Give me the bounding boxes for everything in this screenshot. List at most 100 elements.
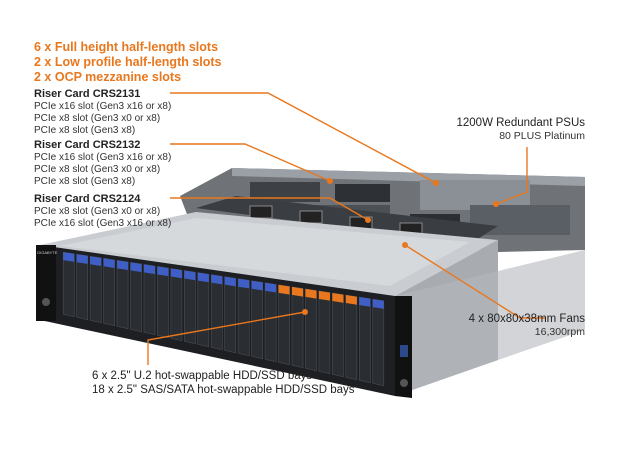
drive-bay[interactable] (278, 284, 290, 366)
drive-bay[interactable] (184, 270, 196, 345)
sas-bay-latch (130, 262, 142, 273)
callout-dot (402, 242, 408, 248)
riser-card-crs2132: Riser Card CRS2132 PCIe x16 slot (Gen3 x… (34, 139, 171, 188)
riser-card-title: Riser Card CRS2131 (34, 88, 141, 100)
sas-bay-latch (265, 282, 277, 293)
psu-title: 1200W Redundant PSUs (456, 117, 586, 129)
drive-bay[interactable] (197, 272, 210, 348)
sas-bay-latch (251, 280, 263, 291)
drive-bay[interactable] (62, 251, 75, 318)
riser-slot-line: PCIe x8 slot (Gen3 x0 or x8) (34, 164, 161, 175)
drive-bay[interactable] (76, 253, 89, 321)
drive-bay[interactable] (103, 257, 115, 327)
sas-bay-latch (184, 270, 196, 281)
u2-bay-latch (278, 284, 290, 295)
callout-line-crs2124 (170, 197, 369, 221)
callout-dot (493, 201, 499, 207)
drive-bay[interactable] (210, 274, 223, 351)
riser-slot-line: PCIe x8 slot (Gen3 x8) (34, 125, 136, 136)
riser-slot-line: PCIe x8 slot (Gen3 x0 or x8) (34, 206, 161, 217)
callout-line-psu (495, 147, 528, 205)
callout-line-crs2131 (170, 92, 437, 184)
drive-bay[interactable] (345, 294, 358, 381)
riser-card-title: Riser Card CRS2124 (34, 193, 141, 205)
drive-bay[interactable] (237, 278, 250, 357)
sas-bay-latch (197, 272, 209, 283)
drive-bay[interactable] (318, 290, 331, 375)
drive-bay[interactable] (157, 266, 169, 339)
riser-card-block (250, 182, 320, 202)
drive-bay[interactable] (372, 298, 385, 387)
sas-bay-latch (359, 297, 371, 307)
drive-bay[interactable] (224, 276, 237, 354)
sas-bay-latch (90, 256, 102, 266)
drive-bay[interactable] (170, 268, 183, 342)
sas-bay-latch (157, 266, 169, 277)
fans-callout: 4 x 80x80x38mm Fans 16,300rpm (430, 312, 585, 339)
sas-bay-latch (224, 276, 236, 287)
riser-slot-line: PCIe x16 slot (Gen3 x16 or x8) (34, 152, 172, 163)
usb-port (400, 345, 408, 357)
callout-dot (327, 178, 333, 184)
riser-slot-line: PCIe x16 slot (Gen3 x16 or x8) (34, 218, 172, 229)
slot-summary: 6 x Full height half-length slots 2 x Lo… (34, 40, 222, 85)
riser-card-crs2124: Riser Card CRS2124 PCIe x8 slot (Gen3 x0… (34, 193, 171, 230)
sas-bay-latch (211, 274, 223, 285)
callout-dot (433, 180, 439, 186)
callout-lines (147, 92, 545, 365)
callout-dots (302, 178, 499, 315)
callout-line-fans (404, 244, 545, 319)
fan (299, 210, 323, 224)
fan (249, 205, 273, 219)
sas-bay-latch (170, 268, 182, 279)
side-panel-shade (395, 250, 585, 396)
drive-bay[interactable] (130, 262, 142, 333)
sas-bay-latch (63, 252, 75, 262)
drive-bay[interactable] (358, 296, 371, 384)
riser-card-crs2131: Riser Card CRS2131 PCIe x16 slot (Gen3 x… (34, 88, 171, 137)
drive-bay[interactable] (143, 264, 156, 336)
drive-bay[interactable] (291, 286, 304, 369)
right-ear-screw (400, 379, 408, 387)
sas-bay-latch (117, 260, 129, 271)
drive-bay[interactable] (251, 280, 263, 360)
left-ear-screw (42, 298, 50, 306)
callout-dot (365, 217, 371, 223)
fans-subtitle: 16,300rpm (534, 326, 585, 338)
drive-bay[interactable] (305, 288, 317, 372)
sas-bay-latch (372, 299, 384, 309)
drive-bay[interactable] (332, 292, 344, 378)
psu-callout: 1200W Redundant PSUs 80 PLUS Platinum (440, 116, 586, 143)
callout-line-bays (147, 311, 306, 365)
riser-slot-line: PCIe x8 slot (Gen3 x8) (34, 176, 136, 187)
bays-callout: 6 x 2.5" U.2 hot-swappable HDD/SSD bays … (92, 369, 355, 397)
psu-subtitle: 80 PLUS Platinum (499, 130, 585, 142)
drive-bay[interactable] (264, 282, 277, 363)
sas-bay-latch (143, 264, 156, 275)
fans-title: 4 x 80x80x38mm Fans (468, 313, 585, 325)
callout-dot (302, 309, 308, 315)
drive-bay[interactable] (116, 259, 129, 330)
drive-bays (62, 251, 385, 387)
callout-line-crs2132 (170, 143, 331, 182)
left-rack-ear (36, 245, 56, 321)
brand-badge: GIGABYTE (37, 250, 58, 255)
u2-bay-latch (345, 295, 357, 305)
riser-slot-line: PCIe x16 slot (Gen3 x16 or x8) (34, 101, 172, 112)
u2-bay-latch (332, 293, 344, 303)
riser-card-title: Riser Card CRS2132 (34, 139, 141, 151)
u2-bay-latch (318, 290, 330, 301)
sas-bay-latch (103, 258, 115, 268)
bays-line: 6 x 2.5" U.2 hot-swappable HDD/SSD bays (92, 370, 313, 382)
u2-bay-latch (305, 288, 317, 299)
riser-slot-line: PCIe x8 slot (Gen3 x0 or x8) (34, 113, 161, 124)
slot-summary-line: 6 x Full height half-length slots (34, 40, 219, 54)
top-cover-highlight (60, 218, 470, 286)
slot-summary-line: 2 x OCP mezzanine slots (34, 70, 182, 84)
sas-bay-latch (76, 254, 88, 264)
bays-line: 18 x 2.5" SAS/SATA hot-swappable HDD/SSD… (92, 384, 355, 396)
drive-bay[interactable] (89, 255, 102, 324)
u2-bay-latch (291, 286, 304, 297)
riser-card-block (335, 184, 390, 202)
